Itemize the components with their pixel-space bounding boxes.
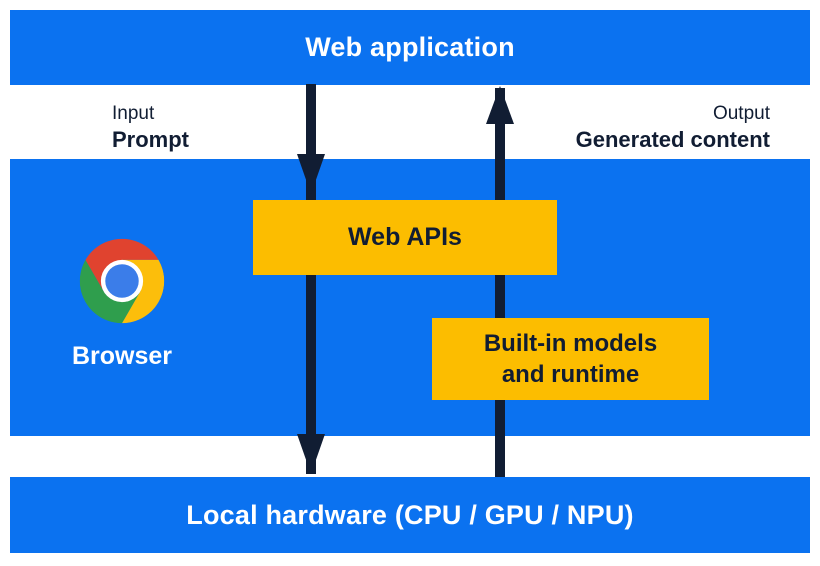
arrowhead-up-icon: [486, 86, 514, 124]
generated-content-up-arrow: [495, 88, 505, 477]
browser-label: Browser: [71, 342, 173, 370]
web-application-label: Web application: [305, 32, 515, 62]
input-caption: Input: [112, 103, 155, 124]
builtin-models-box: Built-in models and runtime: [432, 318, 709, 400]
output-block: Output Generated content: [576, 101, 770, 154]
chrome-logo-icon: [79, 238, 165, 324]
output-caption: Output: [712, 103, 770, 124]
local-hardware-label: Local hardware (CPU / GPU / NPU): [186, 499, 634, 530]
arrowhead-down-icon: [297, 154, 325, 194]
web-application-bar: Web application: [10, 10, 810, 85]
local-hardware-bar: Local hardware (CPU / GPU / NPU): [10, 477, 810, 553]
prompt-down-arrow: [306, 84, 316, 474]
prompt-label: Prompt: [112, 127, 189, 152]
builtin-models-label-line2: and runtime: [501, 361, 640, 388]
web-apis-label: Web APIs: [348, 223, 462, 251]
arrowhead-down-icon: [297, 434, 325, 474]
builtin-models-label-line1: Built-in models: [483, 330, 658, 357]
web-apis-box: Web APIs: [253, 200, 557, 275]
generated-content-label: Generated content: [575, 127, 770, 152]
input-block: Input Prompt: [112, 101, 189, 154]
